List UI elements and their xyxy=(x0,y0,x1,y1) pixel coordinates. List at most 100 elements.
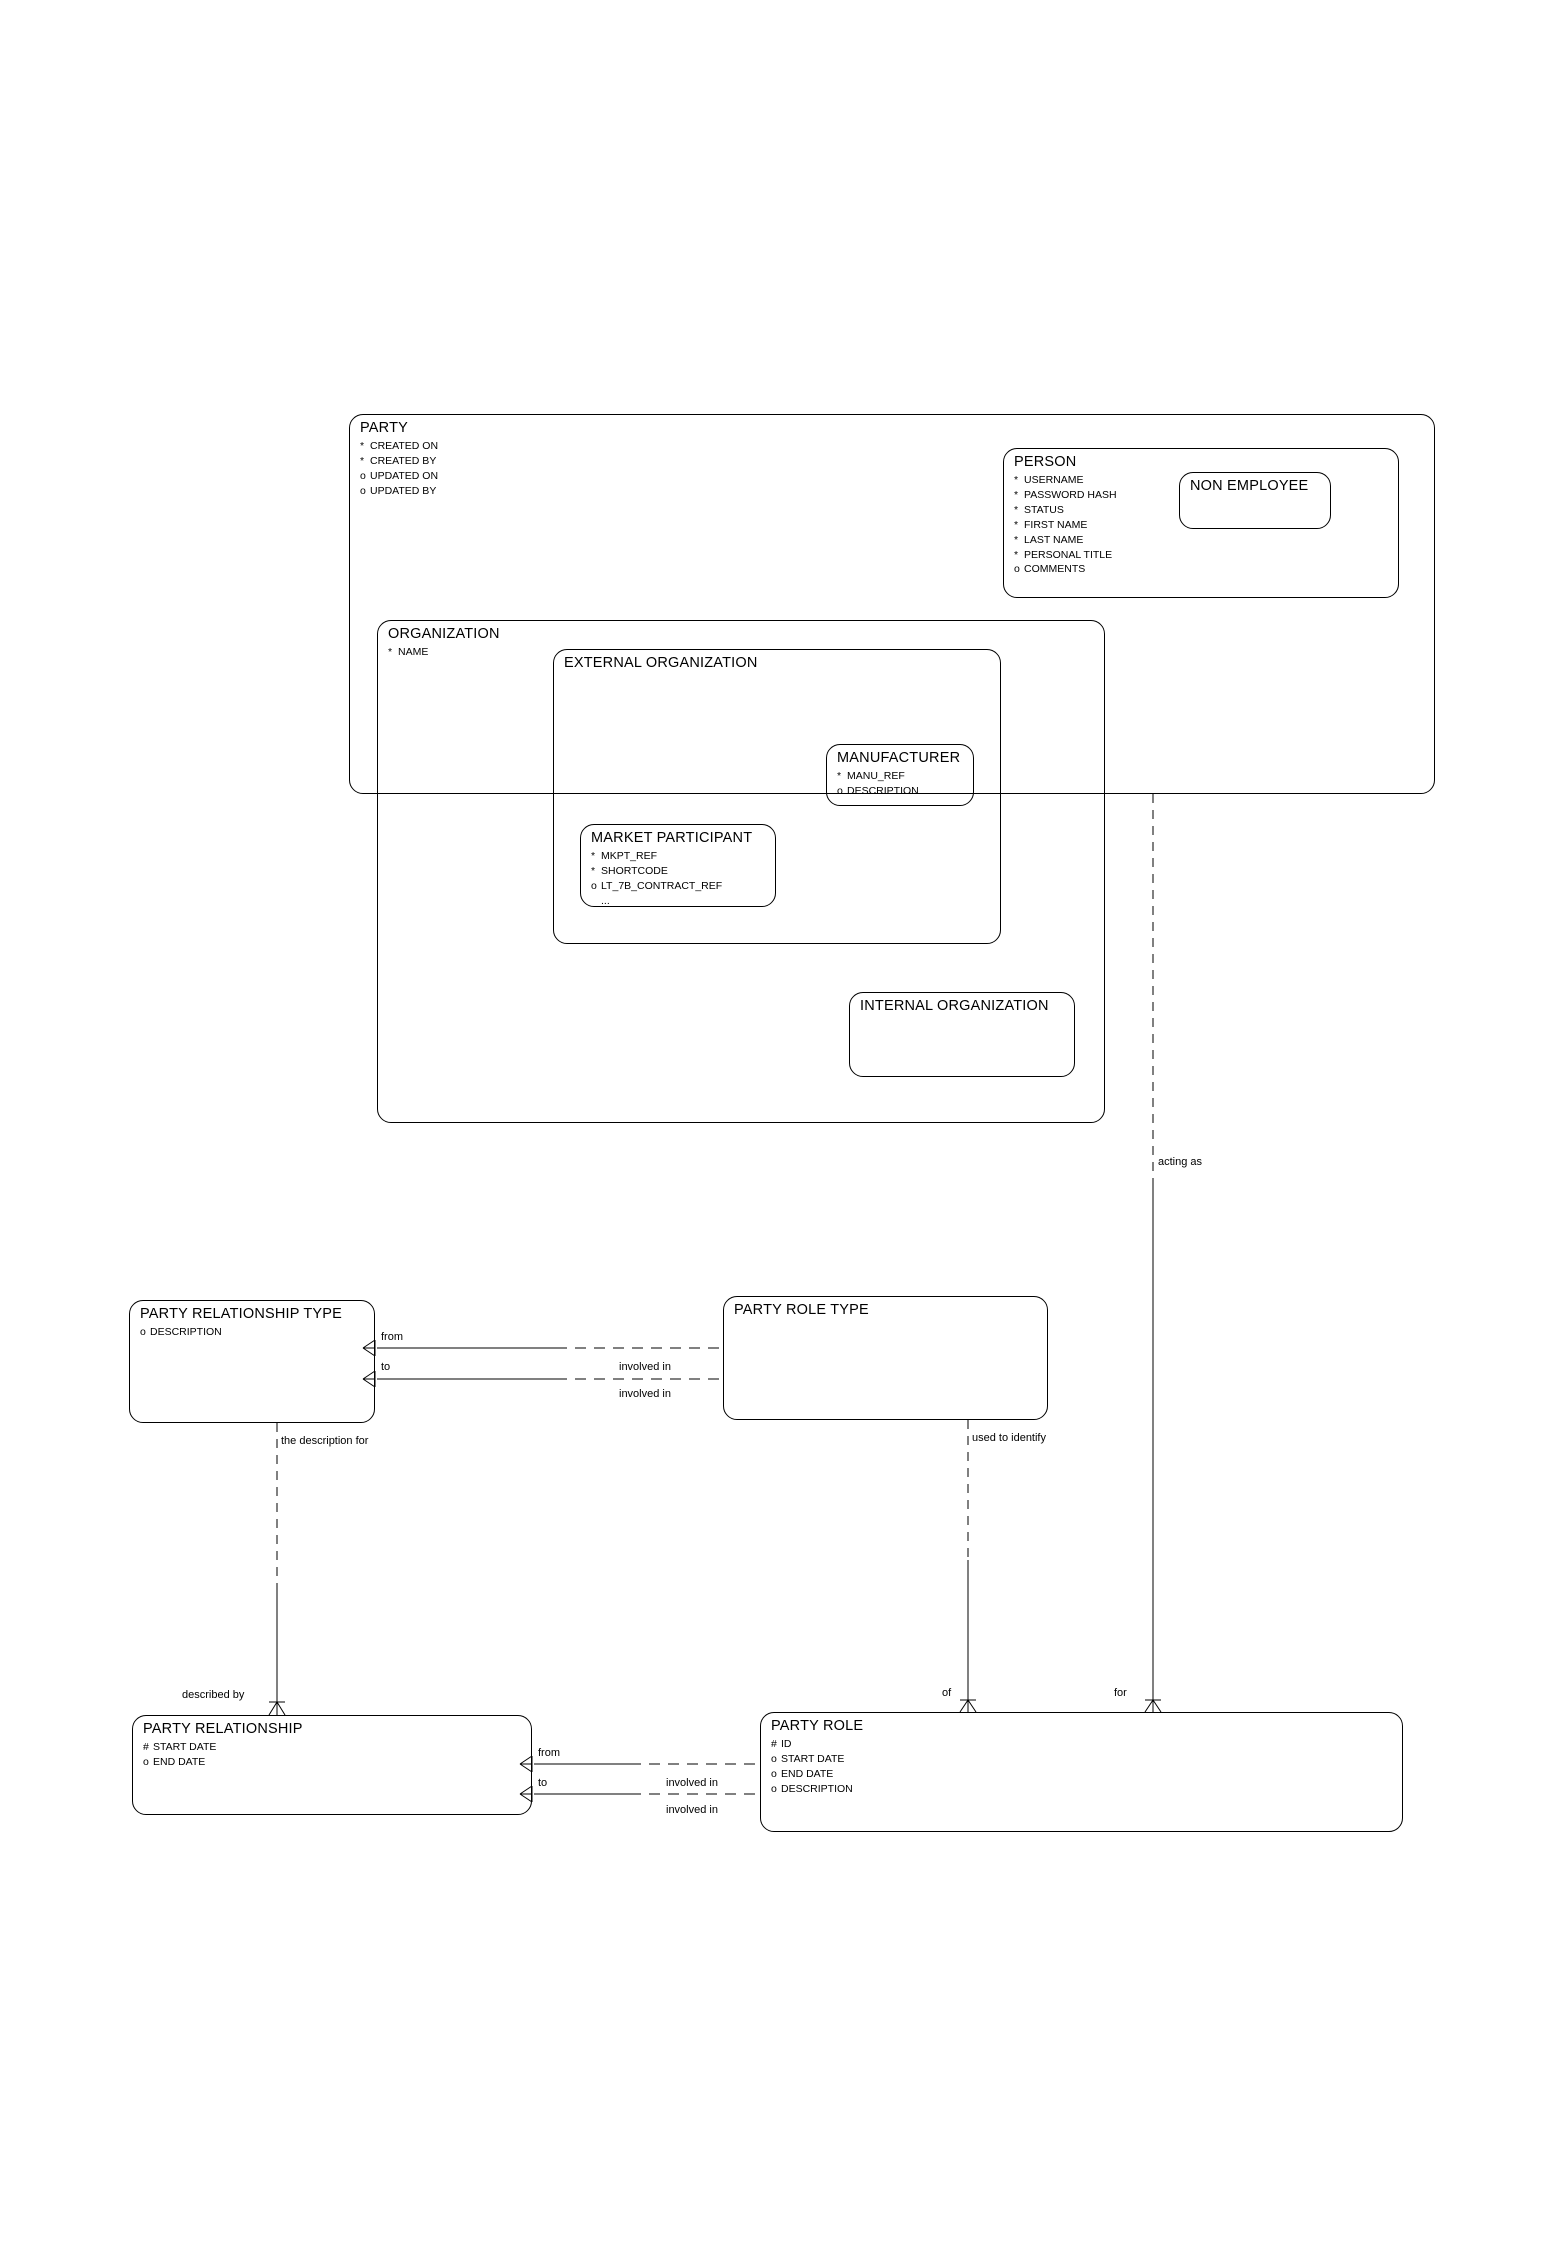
attribute-marker: * xyxy=(837,770,842,782)
attribute-label: ID xyxy=(781,1738,792,1750)
attribute-marker: o xyxy=(771,1752,777,1765)
attribute-marker: o xyxy=(1014,563,1020,576)
entity-manufacturer-title: MANUFACTURER xyxy=(837,750,961,766)
attribute-row: *STATUS xyxy=(1014,503,1117,518)
attribute-row: *SHORTCODE xyxy=(591,864,722,879)
attribute-row: * NAME xyxy=(388,645,428,660)
attribute-label: START DATE xyxy=(153,1741,217,1753)
attribute-marker: * xyxy=(591,850,596,862)
attribute-label: DESCRIPTION xyxy=(150,1326,222,1338)
attribute-row: * MKPT_REF xyxy=(591,849,722,864)
attribute-row: * MANU_REF xyxy=(837,769,919,784)
attribute-marker: o xyxy=(837,784,843,797)
label-used-to-identify: used to identify xyxy=(972,1432,1046,1444)
attribute-label: USERNAME xyxy=(1024,474,1084,486)
attribute-label: DESCRIPTION xyxy=(847,784,919,797)
attribute-row: *CREATED ON xyxy=(360,439,438,454)
attribute-row: #ID xyxy=(771,1737,853,1752)
entity-party[interactable]: PARTY *CREATED ON *CREATED BY o UPDATED O… xyxy=(349,414,1435,794)
attribute-label: END DATE xyxy=(781,1767,834,1780)
attribute-label: PERSONAL TITLE xyxy=(1024,548,1113,561)
attribute-row: o UPDATED ON xyxy=(360,469,438,484)
attribute-row: o END DATE xyxy=(143,1755,216,1770)
attribute-row: o DESCRIPTION xyxy=(140,1325,222,1340)
entity-party-role-title: PARTY ROLE xyxy=(771,1718,864,1734)
attribute-marker: o xyxy=(771,1782,777,1795)
entity-party-relationship[interactable]: PARTY RELATIONSHIP # START DATE o END DATE xyxy=(132,1715,532,1815)
attribute-row: * PASSWORD HASH xyxy=(1014,488,1117,503)
attribute-row: # START DATE xyxy=(143,1740,216,1755)
attribute-marker: o xyxy=(140,1326,146,1338)
entity-manufacturer[interactable]: MANUFACTURER * MANU_REF o DESCRIPTION xyxy=(826,744,974,806)
entity-party-title: PARTY xyxy=(360,420,409,436)
attribute-marker: o xyxy=(360,484,366,497)
attribute-row: o UPDATED BY xyxy=(360,484,438,499)
attribute-marker: * xyxy=(1014,548,1019,561)
label-pr-from: from xyxy=(538,1747,560,1759)
attribute-marker: # xyxy=(143,1741,149,1753)
entity-party-relationship-type-title: PARTY RELATIONSHIP TYPE xyxy=(140,1306,343,1322)
attribute-label: LT_7B_CONTRACT_REF xyxy=(601,879,723,892)
attribute-label: DESCRIPTION xyxy=(781,1782,853,1795)
entity-party-role-type[interactable]: PARTY ROLE TYPE xyxy=(723,1296,1048,1420)
entity-non-employee-title: NON EMPLOYEE xyxy=(1190,478,1309,494)
attribute-marker: * xyxy=(1014,503,1019,516)
attribute-label: END DATE xyxy=(153,1755,206,1768)
attribute-label: LAST NAME xyxy=(1024,533,1084,546)
label-of: of xyxy=(942,1687,952,1699)
entity-internal-organization-title: INTERNAL ORGANIZATION xyxy=(860,998,1049,1014)
attribute-row: ... xyxy=(591,894,722,909)
entity-organization[interactable]: ORGANIZATION *NAME xyxy=(377,620,1105,1123)
entity-person-attributes: * USERNAME * PASSWORD HASH *STATUS *FIRST … xyxy=(1014,473,1117,577)
attribute-marker: * xyxy=(1014,518,1019,531)
entity-non-employee[interactable]: NON EMPLOYEE xyxy=(1179,472,1331,529)
entity-party-relationship-attributes: # START DATE o END DATE xyxy=(143,1740,216,1770)
attribute-label: MKPT_REF xyxy=(601,850,658,862)
attribute-row: *CREATED BY xyxy=(360,454,438,469)
attribute-marker: * xyxy=(1014,474,1019,486)
entity-organization-attributes: * NAME xyxy=(388,645,428,660)
label-pr-involved-in-upper: involved in xyxy=(666,1777,718,1789)
entity-party-relationship-title: PARTY RELATIONSHIP xyxy=(143,1721,303,1737)
label-prt-to: to xyxy=(381,1361,391,1373)
entity-person[interactable]: PERSON *USERNAME *PASSWORD HASH *STATUS … xyxy=(1003,448,1399,598)
attribute-label: UPDATED ON xyxy=(370,469,439,482)
attribute-row: o DESCRIPTION xyxy=(771,1782,853,1797)
attribute-marker: * xyxy=(1014,488,1019,501)
attribute-row: o END DATE xyxy=(771,1767,853,1782)
attribute-label: MANU_REF xyxy=(847,770,905,782)
attribute-label: COMMENTS xyxy=(1024,563,1086,576)
attribute-row: *FIRST NAME xyxy=(1014,518,1117,533)
crowsfoot-described-by xyxy=(268,1701,286,1716)
crowsfoot-for xyxy=(1144,1699,1162,1713)
attribute-marker: * xyxy=(1014,533,1019,546)
entity-external-organization[interactable]: EXTERNAL ORGANIZATION xyxy=(553,649,1001,944)
entity-internal-organization[interactable]: INTERNAL ORGANIZATION xyxy=(849,992,1075,1077)
label-acting-as: acting as xyxy=(1158,1156,1203,1168)
label-for: for xyxy=(1114,1687,1127,1699)
label-pr-to: to xyxy=(538,1777,548,1789)
attribute-label: SHORTCODE xyxy=(601,864,668,877)
entity-manufacturer-attributes: * MANU_REF o DESCRIPTION xyxy=(837,769,919,799)
attribute-label: NAME xyxy=(398,646,429,658)
attribute-label: PASSWORD HASH xyxy=(1024,488,1117,501)
attribute-row: * LAST NAME xyxy=(1014,533,1117,548)
entity-party-role-type-title: PARTY ROLE TYPE xyxy=(734,1302,869,1318)
attribute-row: o DESCRIPTION xyxy=(837,784,919,799)
attribute-row: * PERSONAL TITLE xyxy=(1014,548,1117,563)
attribute-marker: o xyxy=(360,469,366,482)
entity-market-participant[interactable]: MARKET PARTICIPANT *MKPT_REF *SHORTCODE … xyxy=(580,824,776,907)
attribute-marker: * xyxy=(388,646,393,658)
attribute-marker: o xyxy=(143,1755,149,1768)
attribute-marker: o xyxy=(771,1767,777,1780)
crowsfoot-of xyxy=(959,1699,977,1713)
label-described-by: described by xyxy=(182,1689,245,1701)
entity-party-relationship-type[interactable]: PARTY RELATIONSHIP TYPE o DESCRIPTION xyxy=(129,1300,375,1423)
attribute-label: UPDATED BY xyxy=(370,484,437,497)
